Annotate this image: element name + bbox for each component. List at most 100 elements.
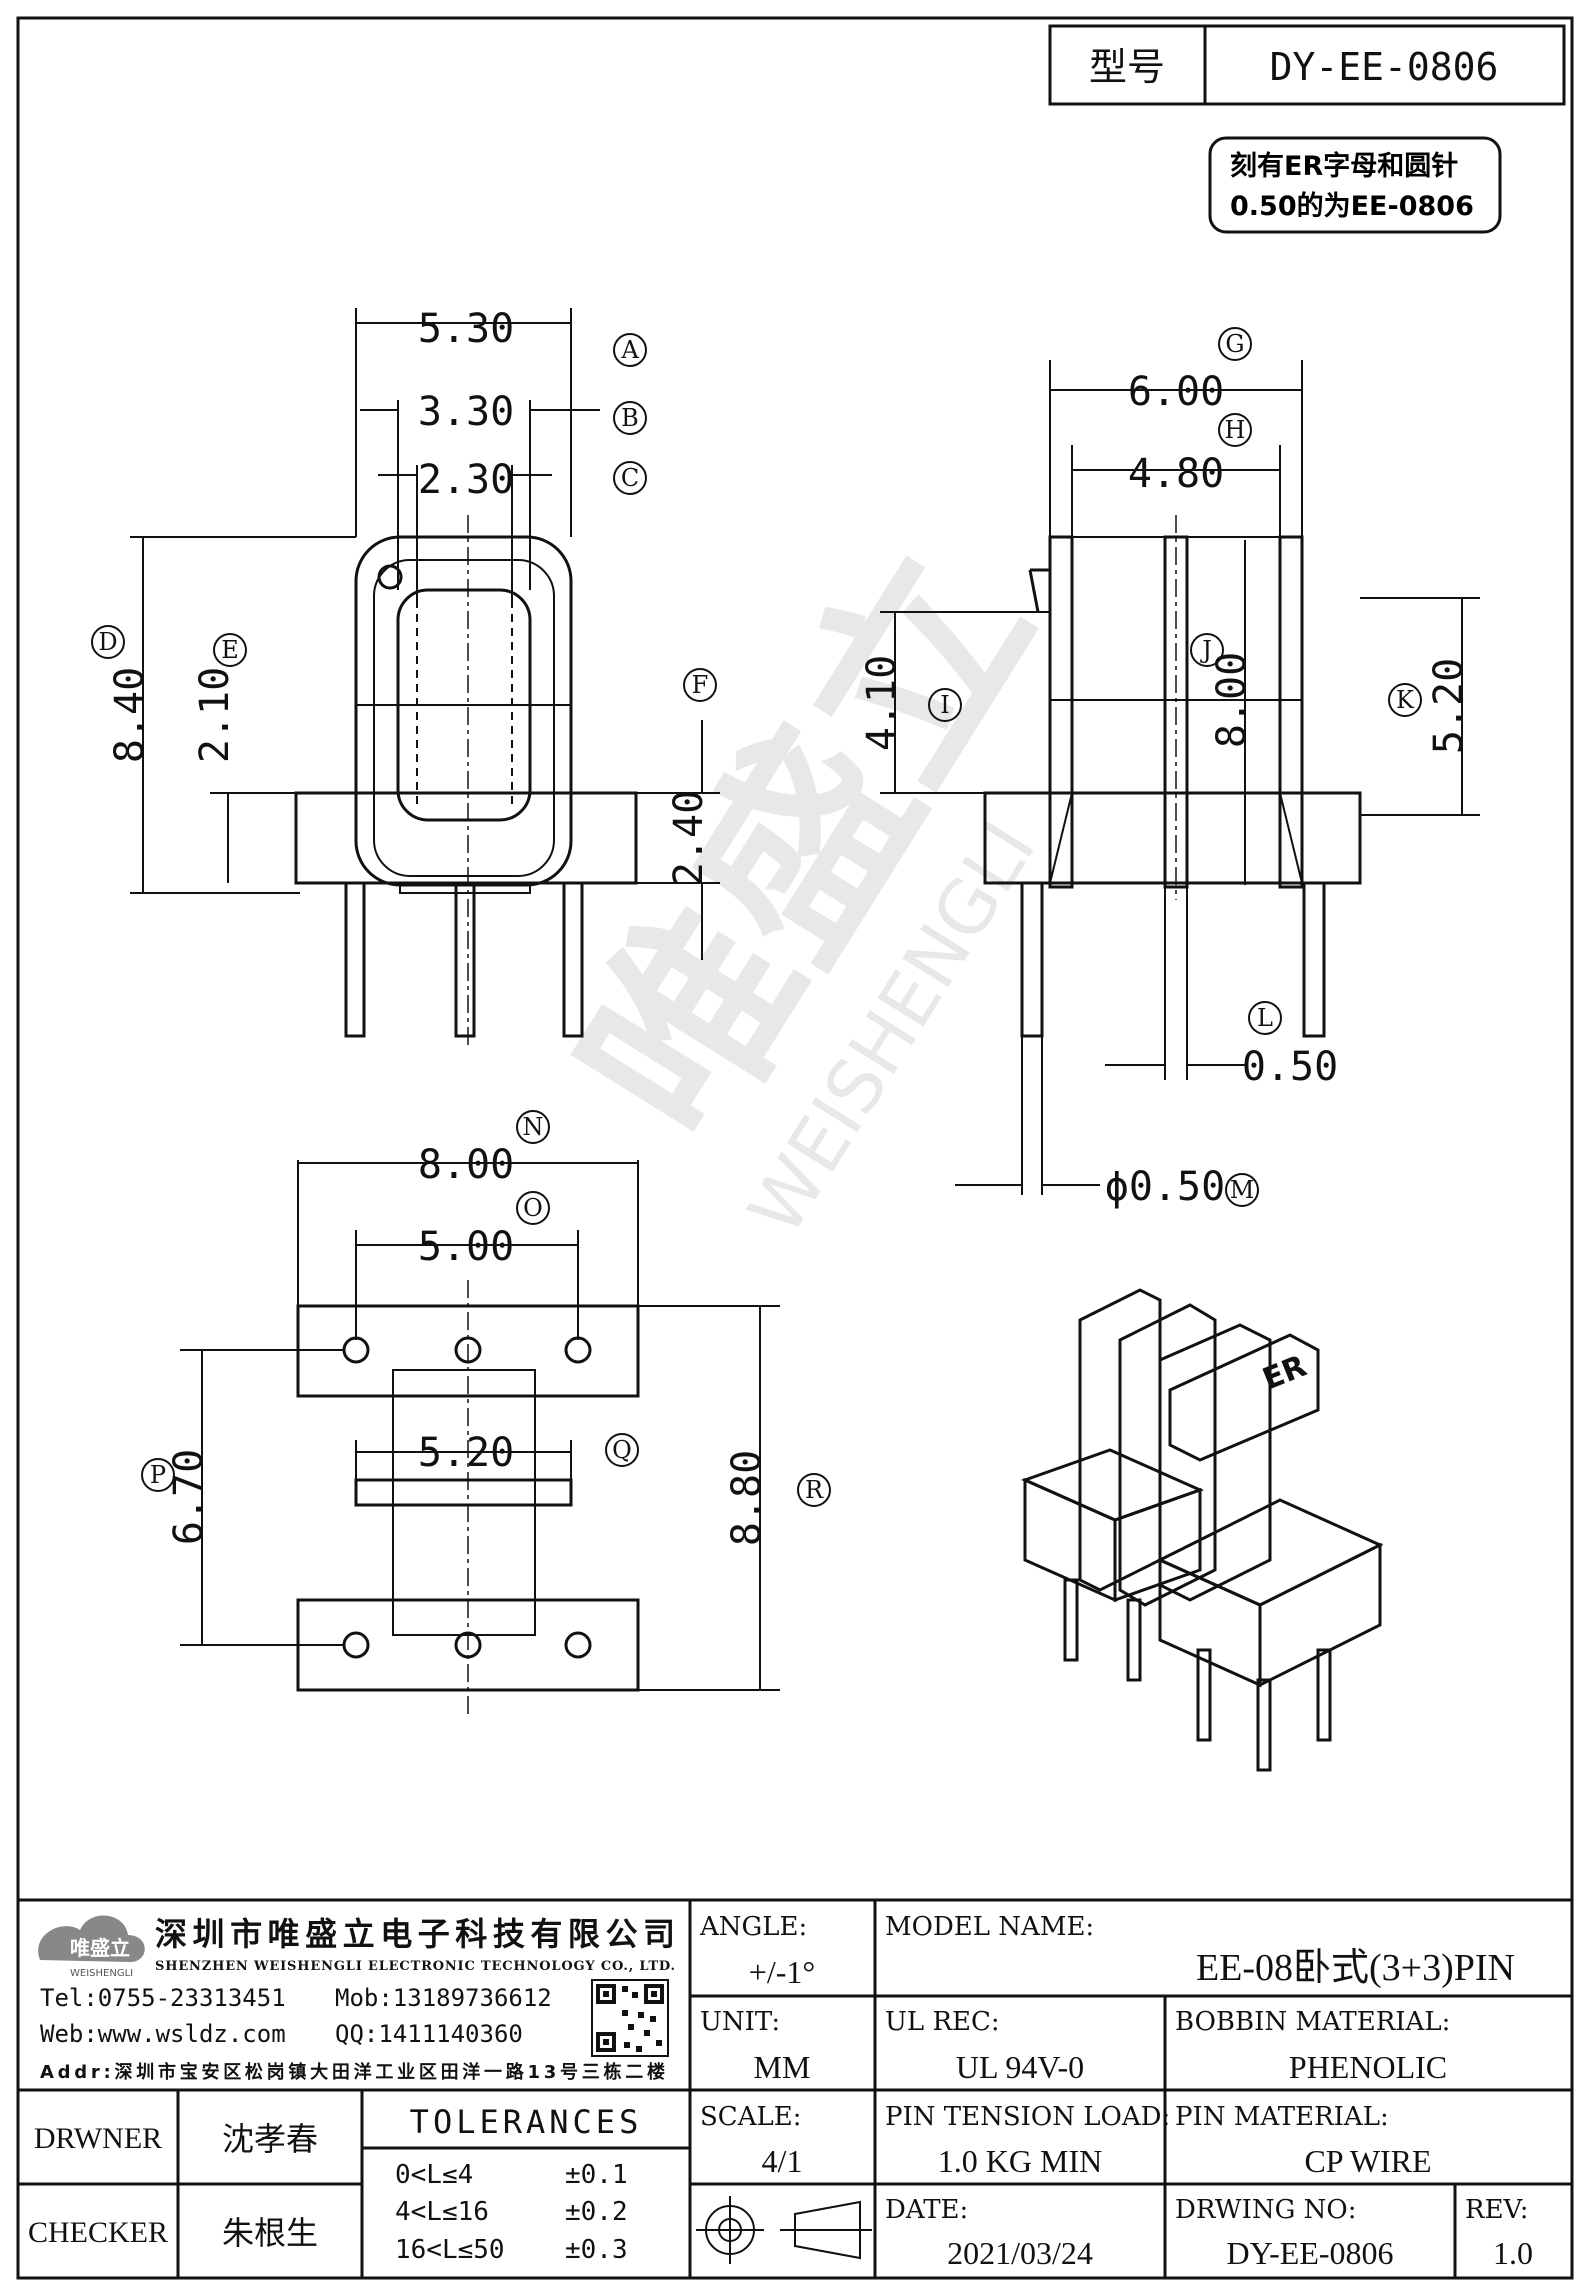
dim-O: 5.00: [418, 1224, 514, 1270]
callout-N: N: [516, 1110, 550, 1144]
svg-text:L: L: [1257, 1004, 1273, 1032]
dim-R: 8.80: [724, 1450, 770, 1546]
isometric-part: ER: [1020, 1288, 1384, 1772]
callout-markers: A B C D E F G H I J K L M N O P Q R: [91, 327, 1422, 1507]
callout-O: O: [516, 1191, 550, 1225]
dim-J: 8.00: [1209, 652, 1255, 748]
drawer-label: DRWNER: [34, 2122, 162, 2155]
dim-I: 4.10: [859, 655, 905, 751]
dim-G: 6.00: [1128, 369, 1224, 415]
scale-label: SCALE:: [700, 2102, 802, 2132]
callout-Q: Q: [605, 1433, 639, 1467]
callout-I: I: [928, 688, 962, 722]
angle-value: +/-1°: [749, 1954, 815, 1990]
pin-material-value: CP WIRE: [1304, 2143, 1431, 2179]
pin-tension-value: 1.0 KG MIN: [938, 2143, 1102, 2179]
checker-value: 朱根生: [222, 2214, 318, 2252]
tolerance-range-3: 16<L≤50: [395, 2235, 505, 2265]
dim-E: 2.10: [192, 667, 238, 763]
part-marking: ER: [1258, 1349, 1312, 1398]
model-name-value: EE-08卧式(3+3)PIN: [1196, 1947, 1515, 1989]
pin-tension-label: PIN TENSION LOAD:: [885, 2102, 1170, 2132]
company-addr: Addr:深圳市宝安区松岗镇大田洋工业区田洋一路13号三栋二楼: [40, 2061, 665, 2083]
drawing-no-label: DRWING NO:: [1175, 2195, 1356, 2225]
callout-G: G: [1218, 327, 1252, 361]
callout-P: P: [141, 1458, 175, 1492]
watermark: 唯盛立 WEISHENGLI: [535, 512, 1077, 1249]
tolerance-value-2: ±0.2: [565, 2197, 628, 2227]
title-block-text: ANGLE: +/-1° MODEL NAME: EE-08卧式(3+3)PIN…: [28, 1912, 1533, 2271]
dim-C: 2.30: [418, 457, 514, 503]
dim-F: 2.40: [666, 790, 712, 886]
logo-text: 唯盛立: [70, 1936, 130, 1960]
tolerance-value-1: ±0.1: [565, 2160, 628, 2190]
dim-M: ϕ0.50: [1105, 1164, 1225, 1210]
svg-text:M: M: [1230, 1176, 1255, 1204]
callout-H: H: [1218, 413, 1252, 447]
projection-symbol: [696, 2196, 872, 2264]
tolerance-value-3: ±0.3: [565, 2235, 628, 2265]
date-label: DATE:: [885, 2195, 968, 2225]
tolerance-range-2: 4<L≤16: [395, 2197, 489, 2227]
dim-P: 6.70: [166, 1449, 212, 1545]
model-header: 型号 DY-EE-0806: [1048, 24, 1566, 106]
callout-D: D: [91, 625, 125, 659]
bobbin-material-label: BOBBIN MATERIAL:: [1175, 2007, 1450, 2037]
callout-R: R: [797, 1473, 831, 1507]
svg-text:N: N: [523, 1113, 544, 1141]
model-label: 型号: [1089, 45, 1165, 89]
model-value: DY-EE-0806: [1270, 45, 1499, 89]
dimension-values: 5.30 3.30 2.30 8.40 2.10 2.40 6.00 4.80 …: [107, 306, 1472, 1546]
front-view: [130, 308, 720, 1045]
company-name-cn: 深圳市唯盛立电子科技有限公司: [155, 1915, 675, 1953]
scale-value: 4/1: [762, 2143, 803, 2179]
callout-C: C: [613, 461, 647, 495]
dim-B: 3.30: [418, 389, 514, 435]
svg-text:O: O: [523, 1194, 543, 1222]
note-line-2: 0.50的为EE-0806: [1230, 190, 1474, 222]
ul-rec-value: UL 94V-0: [956, 2049, 1084, 2085]
unit-label: UNIT:: [700, 2007, 780, 2037]
dim-N: 8.00: [418, 1142, 514, 1188]
svg-text:D: D: [98, 628, 117, 656]
model-name-label: MODEL NAME:: [885, 1912, 1094, 1942]
qr-code: [591, 1979, 669, 2057]
callout-A: A: [613, 333, 647, 367]
svg-text:I: I: [940, 691, 949, 719]
svg-text:G: G: [1225, 330, 1244, 358]
svg-text:B: B: [621, 404, 639, 432]
company-name-en: SHENZHEN WEISHENGLI ELECTRONIC TECHNOLOG…: [155, 1959, 675, 1974]
company-web: Web:www.wsldz.com: [40, 2020, 286, 2048]
company-tel: Tel:0755-23313451: [40, 1984, 286, 2012]
callout-B: B: [613, 401, 647, 435]
svg-text:K: K: [1396, 686, 1415, 714]
side-view: [880, 360, 1480, 1195]
company-qq: QQ:1411140360: [335, 2020, 523, 2048]
angle-label: ANGLE:: [699, 1912, 807, 1942]
bottom-view: [180, 1160, 780, 1715]
rev-value: 1.0: [1493, 2235, 1533, 2271]
callout-L: L: [1248, 1001, 1282, 1035]
svg-text:P: P: [150, 1461, 166, 1489]
callout-M: M: [1225, 1173, 1259, 1207]
dim-A: 5.30: [418, 306, 514, 352]
dim-Q: 5.20: [418, 1430, 514, 1476]
rev-label: REV:: [1465, 2195, 1528, 2225]
svg-text:H: H: [1225, 416, 1246, 444]
bobbin-material-value: PHENOLIC: [1289, 2049, 1447, 2085]
dim-L: 0.50: [1242, 1044, 1338, 1090]
svg-text:R: R: [805, 1476, 824, 1504]
company-mob: Mob:13189736612: [335, 1984, 552, 2012]
date-value: 2021/03/24: [947, 2235, 1093, 2271]
drawing-no-value: DY-EE-0806: [1226, 2235, 1393, 2271]
svg-text:F: F: [692, 671, 709, 699]
dim-K: 5.20: [1426, 658, 1472, 754]
company-logo: 唯盛立 WEISHENGLI: [38, 1915, 145, 1979]
pin-material-label: PIN MATERIAL:: [1175, 2102, 1389, 2132]
svg-text:E: E: [221, 636, 239, 664]
svg-text:Q: Q: [612, 1436, 632, 1464]
title-block: [16, 1898, 1574, 2280]
unit-value: MM: [754, 2049, 811, 2085]
callout-K: K: [1388, 683, 1422, 717]
